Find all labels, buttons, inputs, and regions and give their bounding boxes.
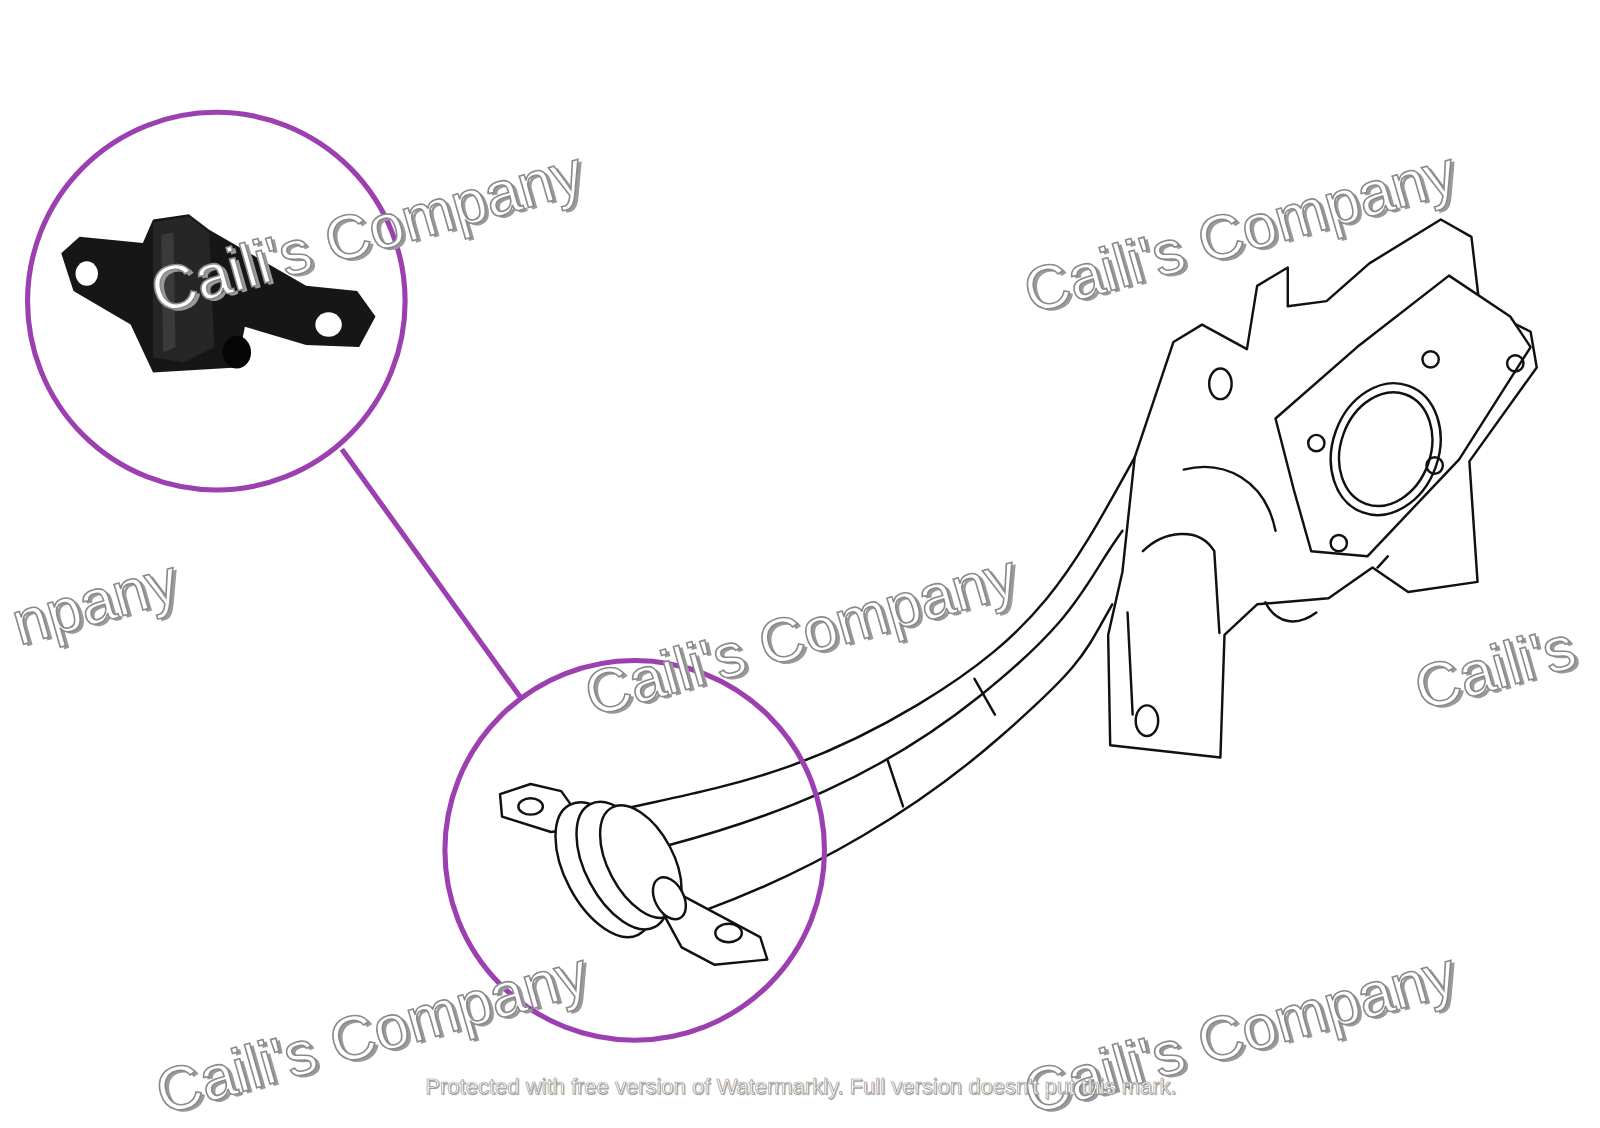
bushing-drawing xyxy=(500,784,767,965)
knuckle-line xyxy=(1143,534,1220,633)
watermark-notice: Protected with free version of Watermark… xyxy=(425,1076,1176,1098)
mount-hole xyxy=(1136,705,1158,736)
leader-line xyxy=(342,449,521,697)
bolt-hole xyxy=(1422,351,1438,367)
bolt-hole xyxy=(1427,457,1443,473)
tab-hole xyxy=(76,261,98,285)
watermark: Caili's Company xyxy=(578,544,1024,727)
bushing-core xyxy=(646,872,692,925)
bolt-hole xyxy=(1331,535,1347,551)
bushing-sleeve xyxy=(583,792,698,931)
tab-hole xyxy=(315,312,342,336)
mount-hole xyxy=(1209,369,1231,400)
bushing-core xyxy=(222,336,251,369)
hub-flange xyxy=(1276,276,1531,557)
bolt-hole xyxy=(1308,435,1324,451)
knuckle-line xyxy=(1265,556,1387,621)
hub-bore xyxy=(1313,368,1459,531)
trailing-arm xyxy=(612,219,1536,910)
tab-hole xyxy=(715,924,742,942)
watermark: npany xyxy=(5,549,184,655)
hub-bore xyxy=(1324,379,1448,519)
bolt-hole xyxy=(1507,355,1523,371)
watermark: Caili's xyxy=(1408,616,1582,721)
knuckle-line xyxy=(1184,467,1276,531)
knuckle-line xyxy=(1128,612,1133,714)
tab-hole xyxy=(518,798,542,814)
arm-crease xyxy=(888,679,995,807)
